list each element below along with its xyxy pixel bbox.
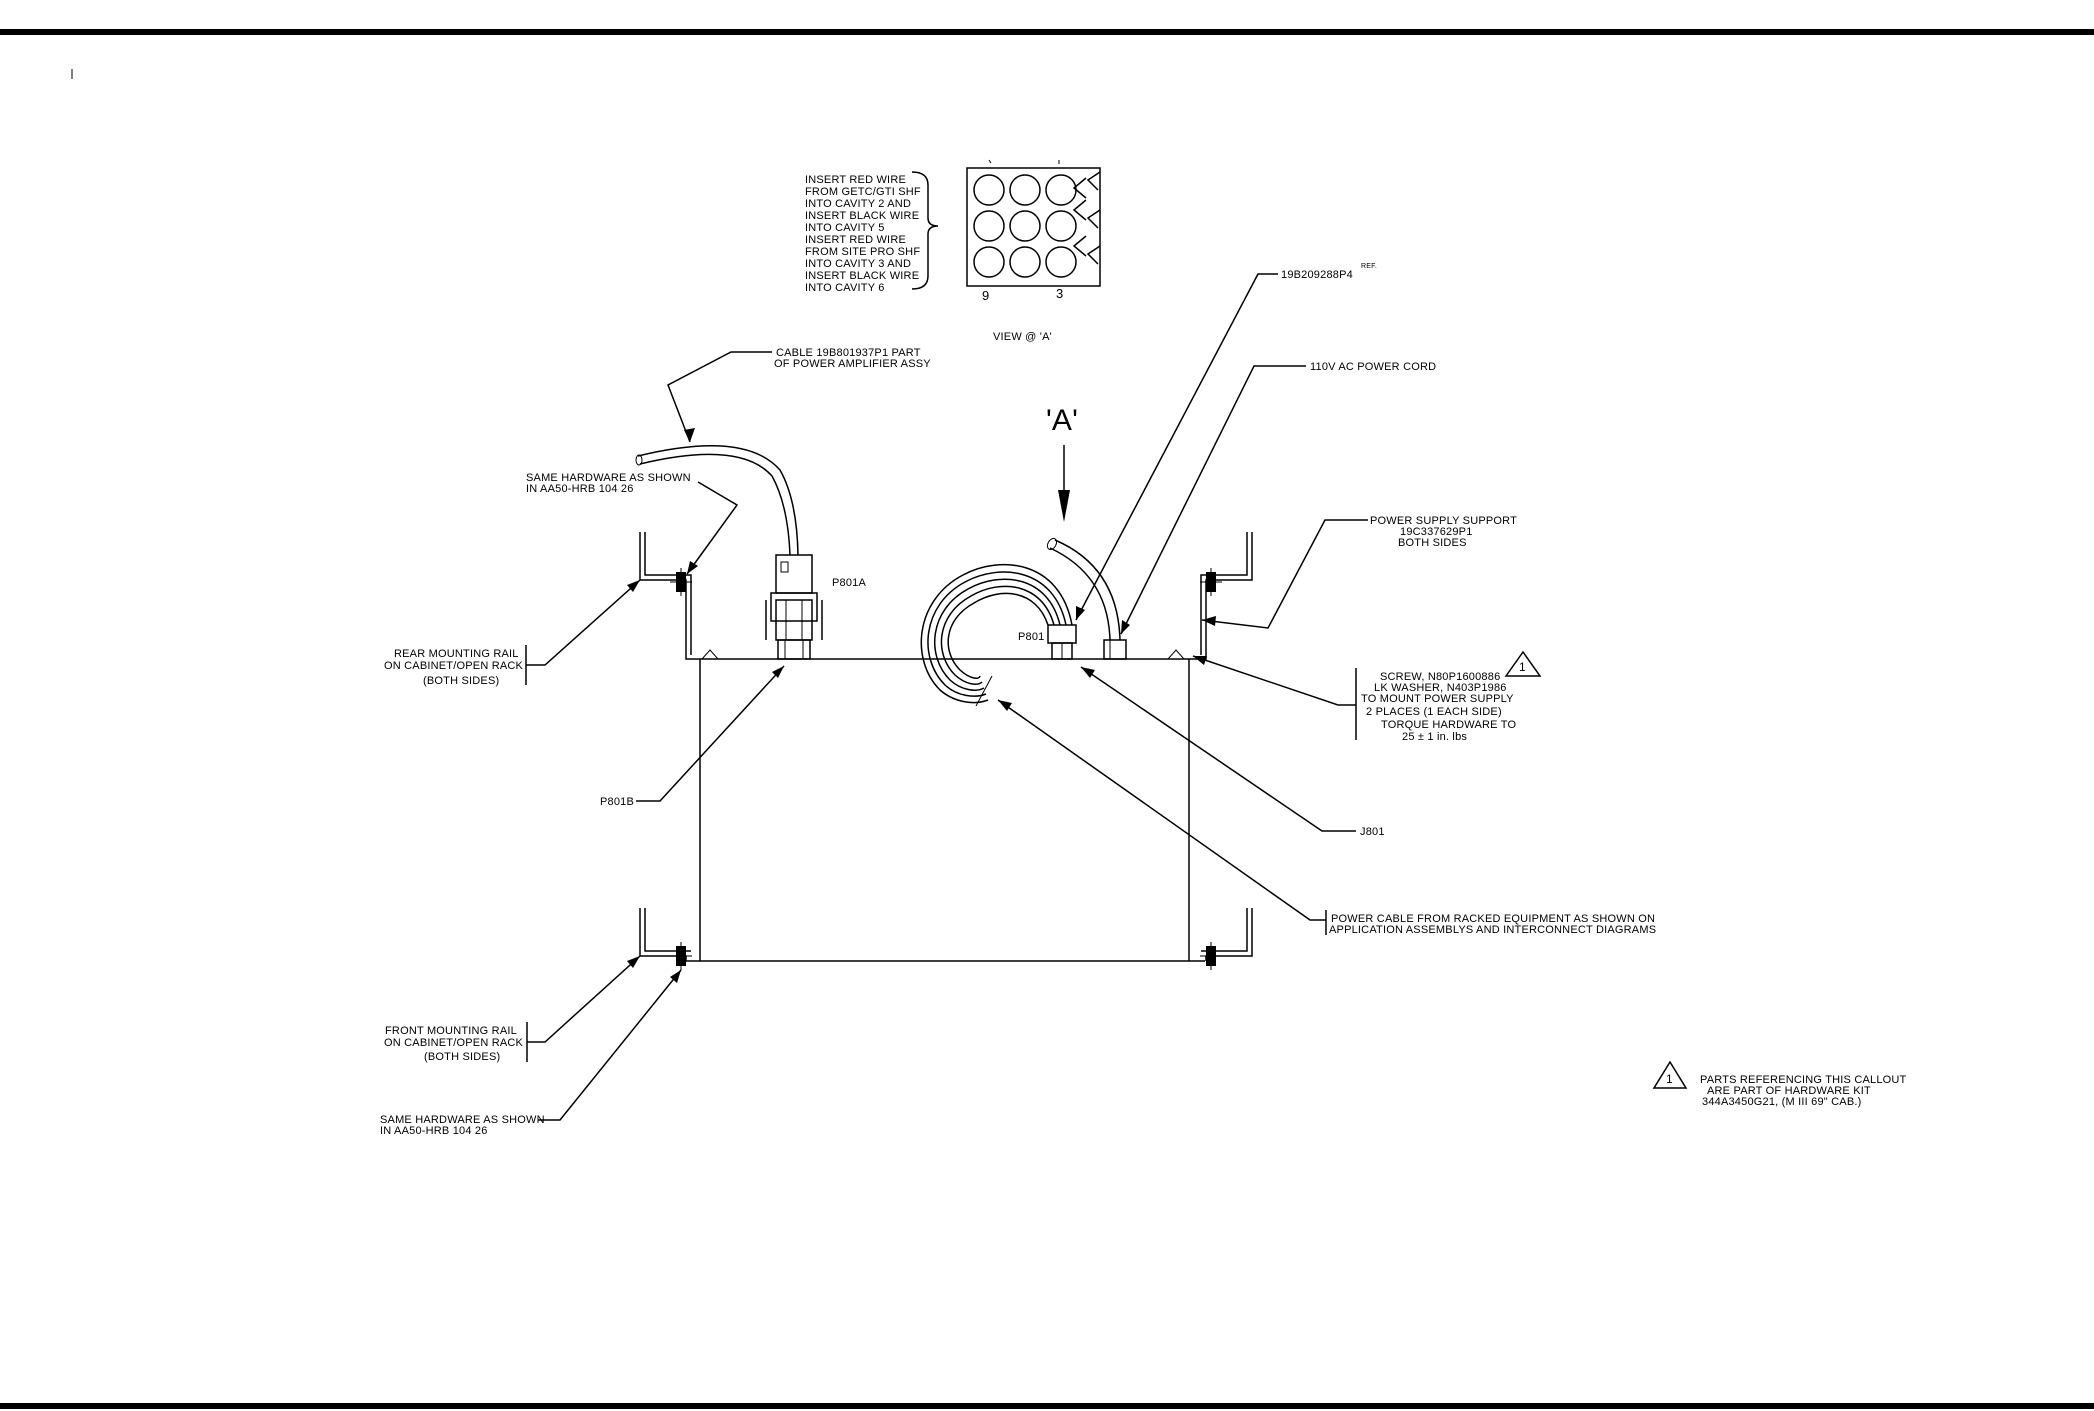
- flag-1-number: 1: [1519, 660, 1526, 674]
- view-a-instr-2: FROM GETC/GTI SHF: [805, 186, 921, 198]
- top-border: [0, 29, 2094, 35]
- note-line-2: ARE PART OF HARDWARE KIT: [1707, 1085, 1871, 1097]
- pss-label-3: BOTH SIDES: [1398, 537, 1467, 549]
- p801b-label: P801B: [600, 796, 634, 808]
- flag-1-triangle: [1504, 650, 1542, 677]
- note-flag-triangle: [1652, 1060, 1688, 1089]
- view-a-instr-4: INSERT BLACK WIRE: [805, 210, 919, 222]
- view-a-instr-10: INTO CAVITY 6: [805, 282, 885, 294]
- power-cord-label: 110V AC POWER CORD: [1310, 361, 1436, 373]
- power-supply-chassis: [686, 658, 1205, 962]
- front-rail-label-1: FRONT MOUNTING RAIL: [385, 1025, 517, 1037]
- pss-label-2: 19C337629P1: [1400, 526, 1473, 538]
- connector-housing: [966, 167, 1101, 287]
- hw-bottom-label-2: IN AA50-HRB 104 26: [380, 1125, 488, 1137]
- cable-label-2: OF POWER AMPLIFIER ASSY: [774, 358, 931, 370]
- view-arrow-label: 'A': [1046, 404, 1078, 437]
- screw-label-1: SCREW, N80P1600886: [1380, 671, 1500, 683]
- hw-top-label-1: SAME HARDWARE AS SHOWN: [526, 472, 691, 484]
- hw-top-label-2: IN AA50-HRB 104 26: [526, 483, 634, 495]
- p801a-label: P801A: [832, 577, 866, 589]
- hw-bottom-label-1: SAME HARDWARE AS SHOWN: [380, 1114, 545, 1126]
- bottom-border: [0, 1403, 2094, 1409]
- cable-label-1: CABLE 19B801937P1 PART: [776, 347, 921, 359]
- hardware-kit-note: 1 PARTS REFERENCING THIS CALLOUT ARE PAR…: [1652, 1060, 1907, 1108]
- screw-label-6: 25 ± 1 in. lbs: [1402, 731, 1467, 743]
- power-cable-label-2: APPLICATION ASSEMBLYS AND INTERCONNECT D…: [1329, 924, 1656, 936]
- rear-rail-label-2: ON CABINET/OPEN RACK: [384, 660, 524, 672]
- screw-front-left: [670, 942, 692, 970]
- part-ref-label: 19B209288P4: [1281, 269, 1353, 281]
- rear-rail-right: [1192, 532, 1253, 660]
- rear-rail-left: [639, 532, 700, 660]
- p801-label: P801: [1018, 631, 1045, 643]
- front-rail-label-2: ON CABINET/OPEN RACK: [384, 1037, 524, 1049]
- screw-label-4: 2 PLACES (1 EACH SIDE): [1366, 706, 1502, 718]
- cable-p801a: [635, 445, 799, 556]
- front-rail-label-3: (BOTH SIDES): [424, 1051, 500, 1063]
- view-a-instr-8: INTO CAVITY 3 AND: [805, 258, 911, 270]
- ac-power-cord: [1046, 537, 1127, 660]
- connector-cavities: [973, 174, 1077, 278]
- view-a-detail: INSERT RED WIRE FROM GETC/GTI SHF INTO C…: [805, 159, 1101, 343]
- note-line-3: 344A3450G21, (M III 69" CAB.): [1702, 1096, 1862, 1108]
- screw-label-3: TO MOUNT POWER SUPPLY: [1361, 693, 1514, 705]
- view-a-instr-5: INTO CAVITY 5: [805, 222, 885, 234]
- connector-p801a: [765, 554, 823, 660]
- view-arrow-head: [1058, 490, 1070, 522]
- pss-label-1: POWER SUPPLY SUPPORT: [1370, 515, 1517, 527]
- screw-label-5: TORQUE HARDWARE TO: [1381, 719, 1516, 731]
- part-ref-superscript: REF.: [1361, 263, 1377, 270]
- view-a-instr-9: INSERT BLACK WIRE: [805, 270, 919, 282]
- coiled-power-cable: [920, 563, 1073, 707]
- screw-rear-left: [670, 568, 692, 596]
- j801-label: J801: [1360, 826, 1385, 838]
- note-flag-number: 1: [1666, 1072, 1673, 1086]
- view-a-instr-1: INSERT RED WIRE: [805, 174, 906, 186]
- connector-p801: [1047, 624, 1077, 660]
- view-a-caption: VIEW @ 'A': [993, 331, 1052, 343]
- pin-3-label: 3: [1056, 286, 1063, 301]
- screw-rear-right: [1200, 568, 1222, 596]
- view-a-instr-3: INTO CAVITY 2 AND: [805, 198, 911, 210]
- rear-rail-label-3: (BOTH SIDES): [423, 675, 499, 687]
- pin-9-label: 9: [982, 288, 989, 303]
- view-a-instr-7: FROM SITE PRO SHF: [805, 246, 920, 258]
- screw-label-2: LK WASHER, N403P1986: [1374, 682, 1507, 694]
- rear-rail-label-1: REAR MOUNTING RAIL: [394, 648, 519, 660]
- screw-front-right: [1200, 942, 1222, 970]
- power-cable-label-1: POWER CABLE FROM RACKED EQUIPMENT AS SHO…: [1331, 913, 1655, 925]
- note-line-1: PARTS REFERENCING THIS CALLOUT: [1700, 1074, 1907, 1086]
- view-a-instr-6: INSERT RED WIRE: [805, 234, 906, 246]
